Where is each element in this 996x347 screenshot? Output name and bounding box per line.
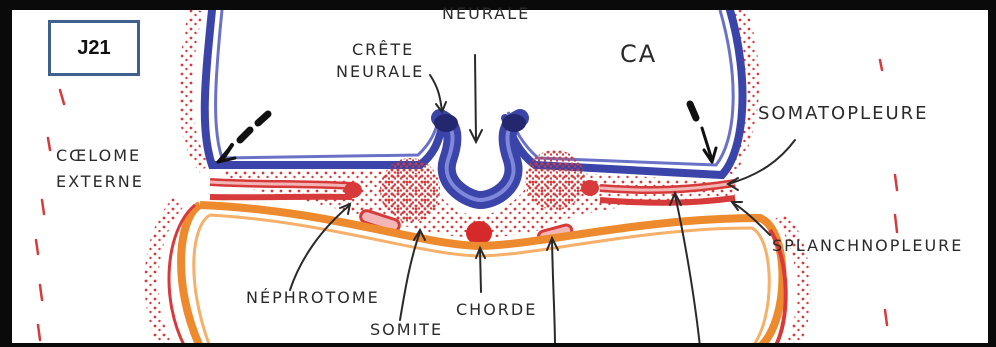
frame-right — [988, 0, 996, 347]
amnion-ectoderm — [205, 10, 743, 175]
label-splanchnopleure: SPLANCHNOPLEURE — [772, 236, 963, 256]
somite-left — [380, 158, 440, 222]
label-somatopleure: SOMATOPLEURE — [758, 104, 929, 124]
neural-crest-left — [434, 114, 458, 132]
label-ca: CA — [620, 44, 657, 64]
label-neurale: NEURALE — [336, 62, 424, 82]
neural-crest-right — [502, 114, 526, 132]
dashed-arrow-right — [690, 104, 716, 162]
amnion-outer-dots — [186, 10, 753, 172]
label-externe: EXTERNE — [56, 172, 144, 192]
somite-right — [525, 150, 585, 210]
label-coelome: CŒLOME — [56, 146, 141, 166]
frame-left — [0, 0, 12, 347]
label-nephrotome: NÉPHROTOME — [246, 288, 380, 308]
frame-bottom — [0, 343, 996, 347]
label-crete: CRÊTE — [352, 40, 414, 60]
pleure-left-lower — [210, 197, 352, 198]
label-neurale-top: NEURALE — [442, 4, 530, 24]
dashed-arrow-left — [218, 114, 268, 162]
label-somite: SOMITE — [370, 320, 443, 340]
nephrotome-left — [344, 182, 362, 198]
chorde — [466, 221, 492, 245]
label-chorde: CHORDE — [456, 300, 537, 320]
nephrotome-right — [581, 180, 599, 196]
amnion-ectoderm-inner — [216, 10, 734, 165]
day-badge: J21 — [48, 20, 140, 76]
